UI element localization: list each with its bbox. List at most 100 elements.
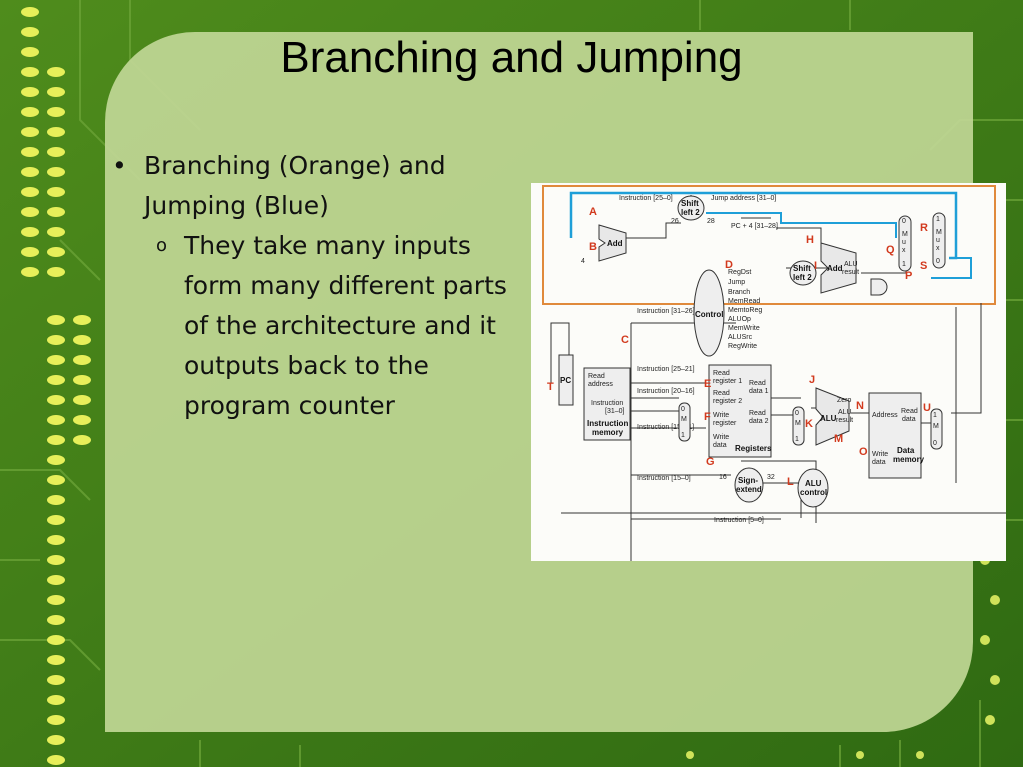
- mux-branch-u: u: [902, 239, 906, 246]
- instr-15-0-label: Instruction [15–0]: [637, 475, 691, 482]
- instr-15-11-label: Instruction [15–11]: [637, 424, 694, 431]
- dm-data: data: [902, 416, 916, 423]
- im-title-1: Instruction: [587, 419, 628, 428]
- const-four: 4: [581, 258, 585, 265]
- sig-alusrc: ALUSrc: [728, 334, 753, 341]
- shift-mid-a: Shift: [793, 264, 811, 273]
- control-signals: RegDst Jump Branch MemRead MemtoReg ALUO…: [728, 269, 762, 350]
- rf-title: Registers: [735, 444, 772, 453]
- dm-write: Write: [872, 451, 888, 458]
- letter-d: D: [725, 259, 733, 271]
- bits-16: 16: [719, 474, 727, 481]
- sub-bullet-marker: o: [156, 235, 168, 256]
- mux-branch-0: 0: [902, 218, 906, 225]
- mux-regdst-m: M: [681, 416, 687, 423]
- rf-register: register: [713, 420, 737, 427]
- instr-31-26-label: Instruction [31–26]: [637, 308, 695, 315]
- sub-bullet-item: o They take many inputs form many differ…: [112, 226, 532, 426]
- rf-data1: data 1: [749, 388, 769, 395]
- dm-read: Read: [901, 408, 918, 415]
- mux-jump-x: x: [936, 245, 940, 252]
- instruction-memory: [583, 367, 631, 441]
- dm-title-1: Data: [897, 446, 915, 455]
- sig-branch: Branch: [728, 289, 750, 296]
- rf-register1: register 1: [713, 378, 742, 385]
- rf-read1: Read: [713, 370, 730, 377]
- mux-alusrc: [792, 406, 805, 446]
- alu-top-label: ALU: [844, 261, 858, 268]
- alu-result-2: result: [836, 417, 853, 424]
- mux-jump-m: M: [936, 229, 942, 236]
- bits-28: 28: [707, 218, 715, 225]
- mux-memtoreg: [930, 408, 943, 450]
- im-instruction: Instruction: [591, 400, 623, 407]
- mux-jump-0: 0: [936, 258, 940, 265]
- slide-title: Branching and Jumping: [280, 33, 743, 82]
- letter-q: Q: [886, 244, 895, 256]
- shift-label-a: Shift: [681, 199, 699, 208]
- instr-25-21-label: Instruction [25–21]: [637, 366, 695, 373]
- dm-write-data: data: [872, 459, 886, 466]
- alu-result-1: ALU: [838, 409, 852, 416]
- branch-highlight-box: [542, 185, 996, 305]
- sign-extend-label-2: extend: [736, 485, 762, 494]
- rf-read2: Read: [713, 390, 730, 397]
- sig-regwrite: RegWrite: [728, 343, 757, 350]
- jump-address-label: Jump address [31–0]: [711, 195, 776, 202]
- rf-register2: register 2: [713, 398, 742, 405]
- register-file: [708, 364, 772, 458]
- letter-h: H: [806, 234, 814, 246]
- shift-label-b: left 2: [681, 208, 700, 217]
- letter-c: C: [621, 334, 629, 346]
- control-unit: [693, 269, 725, 357]
- branch-add-label: Add: [827, 264, 843, 273]
- shift-left-middle: [789, 260, 817, 286]
- rf-data2: data 2: [749, 418, 769, 425]
- bits-32: 32: [767, 474, 775, 481]
- im-31-0: [31–0]: [605, 408, 625, 415]
- letter-l: L: [787, 476, 794, 488]
- bullet-list: • Branching (Orange) and Jumping (Blue) …: [112, 146, 532, 426]
- mux-branch-x: x: [902, 247, 906, 254]
- sig-memwrite: MemWrite: [728, 325, 760, 332]
- letter-n: N: [856, 400, 864, 412]
- letter-p: P: [905, 270, 912, 282]
- sub-bullet-text: They take many inputs form many differen…: [184, 231, 507, 420]
- mux-mem-1: 1: [933, 412, 937, 419]
- bullet-marker: •: [112, 151, 127, 180]
- mux-alusrc-1: 1: [795, 436, 799, 443]
- sig-memread: MemRead: [728, 298, 760, 305]
- mux-jump: [932, 212, 946, 269]
- sig-regdst: RegDst: [728, 269, 751, 276]
- instr-5-0-label: Instruction [5–0]: [714, 517, 764, 524]
- control-label: Control: [695, 310, 723, 319]
- mux-branch-m: M: [902, 231, 908, 238]
- mux-mem-m: M: [933, 423, 939, 430]
- letter-k: K: [805, 418, 813, 430]
- im-title-2: memory: [592, 428, 624, 437]
- letter-e: E: [704, 378, 711, 390]
- letter-f: F: [704, 411, 711, 423]
- branch-adder: [820, 242, 857, 294]
- letter-b: B: [589, 241, 597, 253]
- letter-i: I: [814, 260, 817, 272]
- add-label: Add: [607, 239, 623, 248]
- alu-label: ALU: [820, 414, 837, 423]
- add-unit-pc: [598, 224, 627, 262]
- letter-a: A: [589, 206, 597, 218]
- mux-branch-1: 1: [902, 261, 906, 268]
- jump-highlight-path-3: [931, 257, 972, 279]
- shift-mid-b: left 2: [793, 273, 812, 282]
- sign-extend-unit: [734, 467, 764, 503]
- rf-data: data: [713, 442, 727, 449]
- dm-title-2: memory: [893, 455, 925, 464]
- im-read: Read: [588, 373, 605, 380]
- shift-left-top: [677, 195, 705, 221]
- letter-j: J: [809, 374, 815, 386]
- dm-address: Address: [872, 412, 898, 419]
- alu-control-label-2: control: [800, 488, 827, 497]
- mux-jump-u: u: [936, 237, 940, 244]
- rf-write: Write: [713, 412, 729, 419]
- datapath-svg: Add 4 Shift left 2 Instruction [25–0] Ju…: [542, 185, 1006, 561]
- mux-alusrc-0: 0: [795, 410, 799, 417]
